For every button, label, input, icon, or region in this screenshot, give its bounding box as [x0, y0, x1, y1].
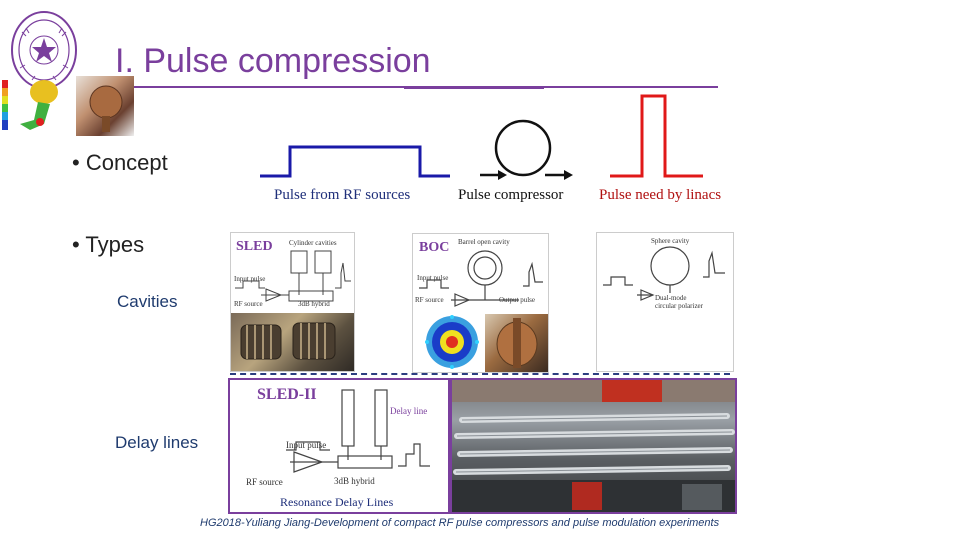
sled2-title: SLED-II	[257, 386, 317, 403]
boc-cavity-label: Barrel open cavity	[458, 238, 510, 246]
sled2-panel: SLED-II Delay line Input pulse RF source…	[228, 378, 450, 514]
sled2-delay-label: Delay line	[390, 406, 428, 416]
rf-source-pulse	[260, 145, 450, 178]
linac-pulse	[610, 94, 703, 178]
caption-rf-sources: Pulse from RF sources	[274, 187, 411, 203]
sled-input-label: Input pulse	[234, 275, 266, 283]
boc-panel: BOC Barrel open cavity Input pulse RF so…	[412, 233, 549, 373]
sled-panel: SLED Cylinder cavities Input pulse RF so…	[230, 232, 355, 372]
boc-field-image	[423, 314, 481, 370]
slide-title: I. Pulse compression	[115, 42, 431, 80]
boc-schematic	[419, 250, 543, 307]
dashed-divider	[230, 373, 730, 375]
sphere-schematic	[603, 246, 725, 301]
sled-title: SLED	[236, 239, 273, 254]
boc-rf-label: RF source	[415, 296, 444, 304]
label-delay-lines: Delay lines	[115, 433, 199, 452]
label-cavities: Cavities	[117, 292, 178, 311]
sled-photo	[231, 313, 354, 371]
sled-cylinder-label: Cylinder cavities	[289, 239, 337, 247]
caption-compressor: Pulse compressor	[458, 187, 564, 203]
boc-input-label: Input pulse	[417, 274, 449, 282]
title-underline-accent	[404, 88, 544, 89]
sphere-panel: Sphere cavity Dual-mode circular polariz…	[596, 232, 734, 372]
sphere-field-image	[0, 74, 70, 138]
bullet-types: • Types	[72, 232, 145, 257]
sled2-hybrid-label: 3dB hybrid	[334, 476, 375, 486]
sled2-input-label: Input pulse	[286, 440, 327, 450]
sled-rf-label: RF source	[234, 300, 263, 308]
title-underline	[108, 86, 718, 88]
boc-photo	[485, 314, 548, 372]
sled2-schematic	[286, 389, 430, 473]
boc-title: BOC	[419, 240, 450, 255]
sphere-polarizer-label: Dual-mode circular polarizer	[655, 294, 703, 310]
caption-linacs: Pulse need by linacs	[599, 187, 722, 203]
sphere-photo	[76, 76, 134, 136]
compressor-symbol	[480, 119, 567, 177]
bullet-concept: • Concept	[72, 150, 168, 175]
sled2-caption: Resonance Delay Lines	[280, 495, 394, 509]
delay-line-photo	[450, 378, 737, 514]
sled-schematic	[235, 250, 351, 302]
concept-diagram	[260, 94, 703, 180]
sphere-cavity-label: Sphere cavity	[651, 237, 690, 245]
footer-citation: HG2018-Yuliang Jiang-Development of comp…	[200, 517, 720, 529]
sled-hybrid-label: 3dB hybrid	[298, 300, 330, 308]
sled2-rf-label: RF source	[246, 477, 283, 487]
